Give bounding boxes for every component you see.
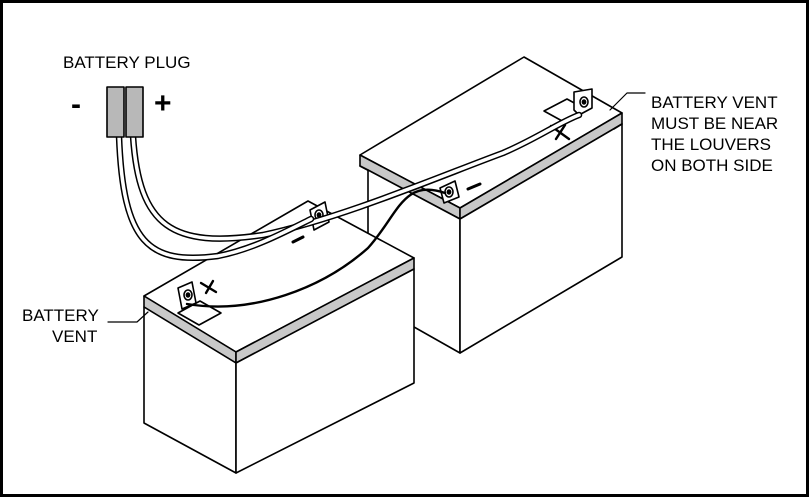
right-vent-label-line-1: BATTERY VENT: [651, 93, 778, 112]
front-battery-side-face: [235, 268, 415, 474]
battery-plug-label: BATTERY PLUG: [63, 53, 191, 72]
front-positive-mark-icon: [199, 279, 218, 295]
left-vent-label-line-2: VENT: [52, 327, 98, 346]
right-vent-label-line-4: ON BOTH SIDE: [651, 156, 773, 175]
right-vent-label-line-3: THE LOUVERS: [651, 135, 771, 154]
left-vent-label-line-1: BATTERY: [22, 306, 99, 325]
jumper-cable: [185, 188, 447, 308]
plug-negative-sign: -: [71, 88, 81, 121]
left-vent-leader: [107, 311, 149, 323]
front-negative-mark-icon: [291, 235, 305, 244]
diagram-drawing: [106, 56, 646, 474]
rear-negative-terminal: [439, 180, 460, 204]
rear-positive-terminal: [543, 88, 593, 123]
rear-negative-mark-icon: [466, 182, 482, 191]
plug-positive-sign: +: [154, 87, 172, 120]
right-vent-leader: [609, 92, 646, 111]
rear-battery-side-face: [459, 123, 623, 354]
battery-plug-icon: [106, 86, 144, 138]
right-vent-label-line-2: MUST BE NEAR: [651, 114, 779, 133]
